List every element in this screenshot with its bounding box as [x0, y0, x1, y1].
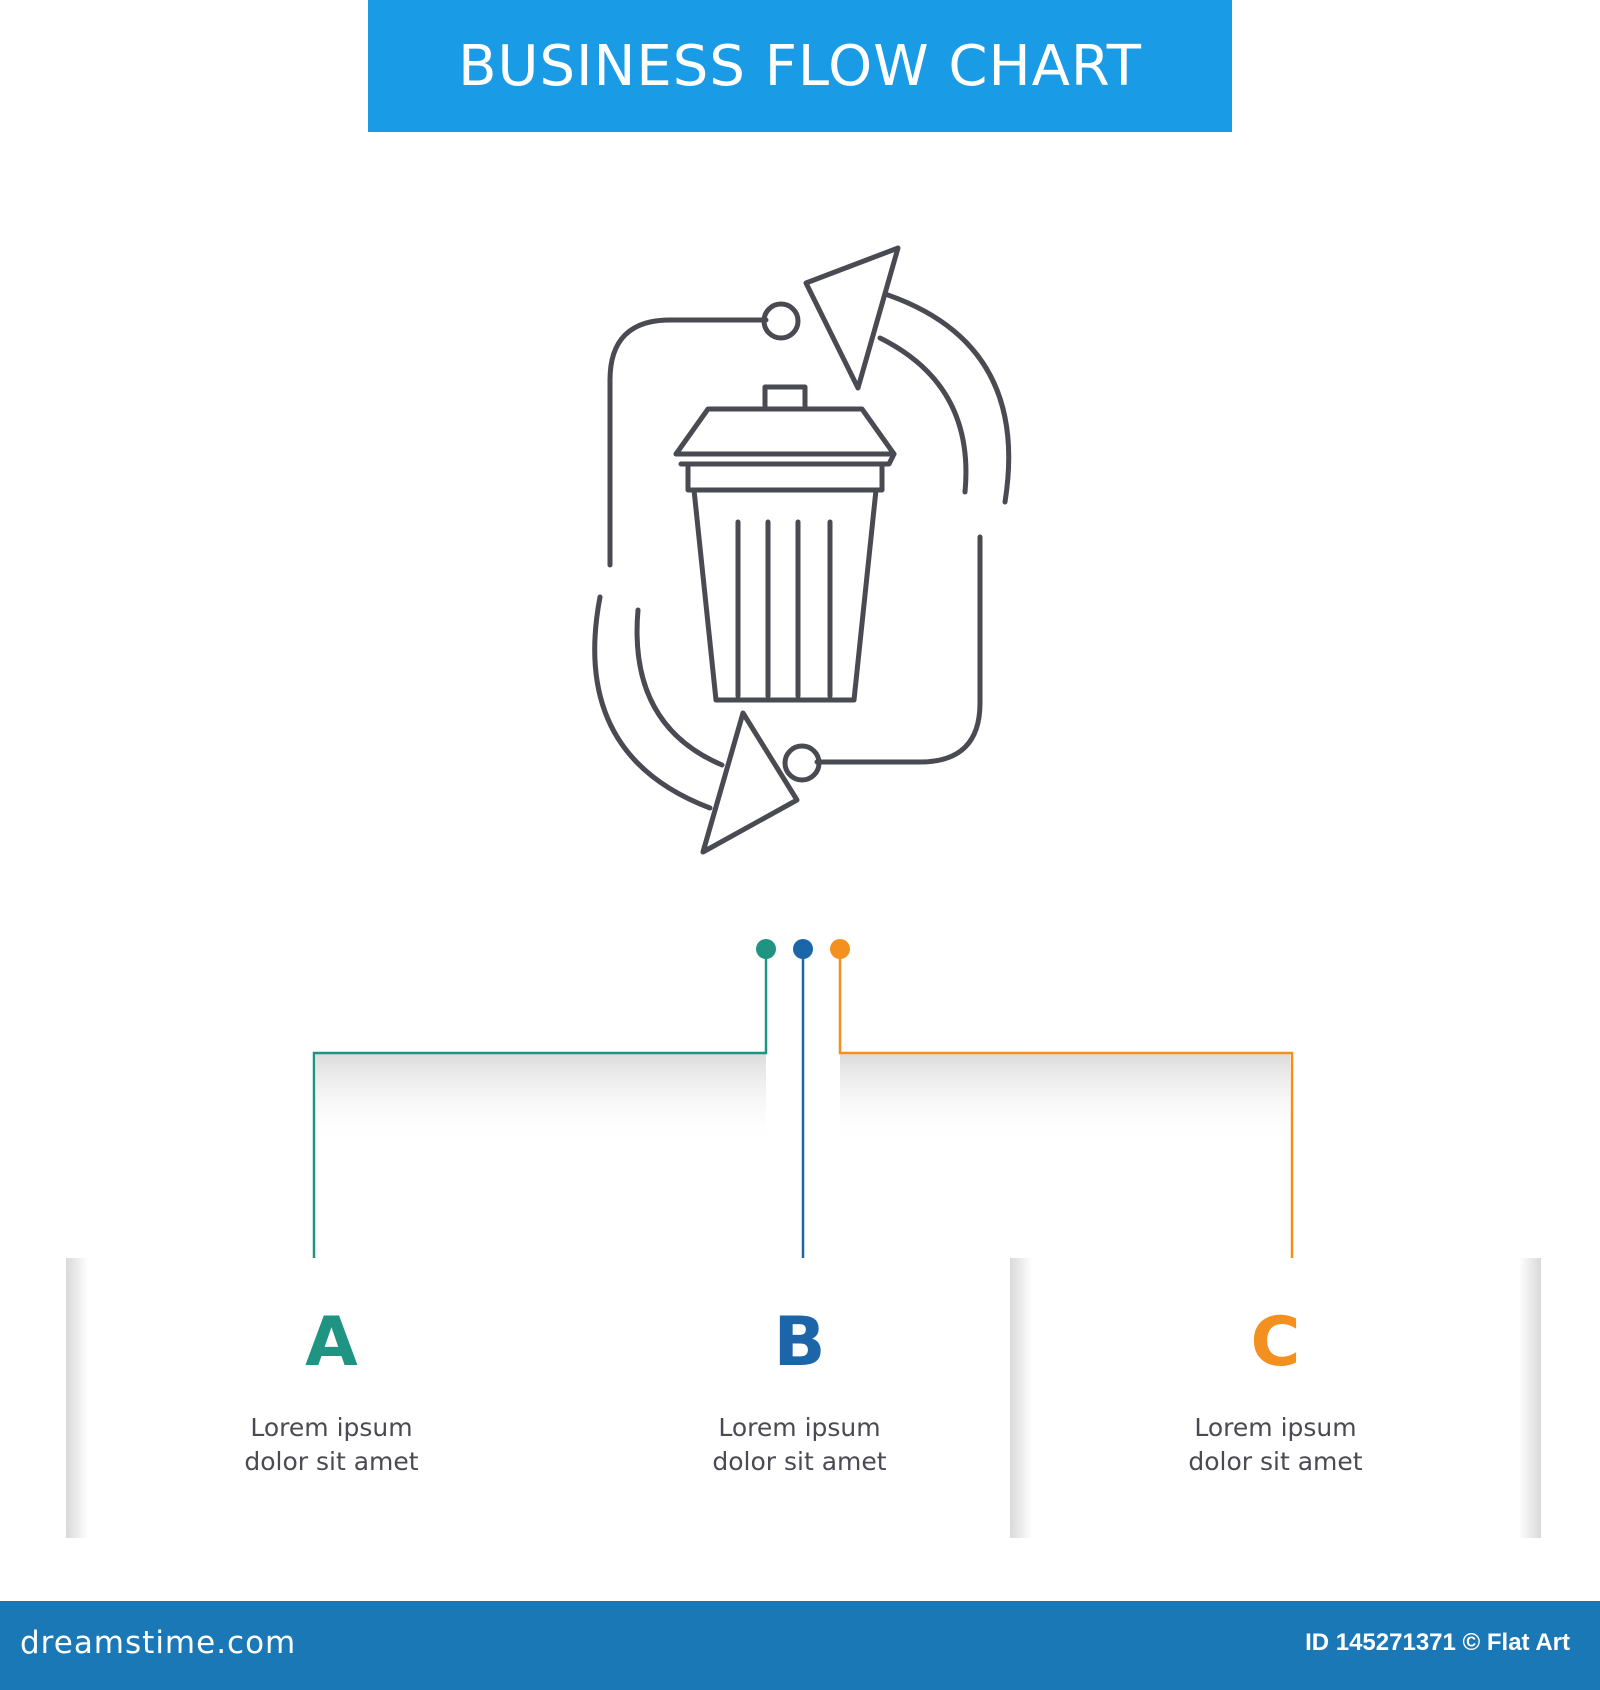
- trash-band: [685, 461, 885, 493]
- step-text-b-line1: Lorem ipsum: [718, 1413, 881, 1442]
- step-card-c: C Lorem ipsum dolor sit amet: [1010, 1258, 1541, 1538]
- trash-lid: [673, 406, 897, 457]
- title-banner: BUSINESS FLOW CHART: [368, 0, 1232, 132]
- connector-line-c: [838, 949, 1294, 1276]
- footer-bar: dreamstime.com ID 145271371 © Flat Art: [0, 1601, 1600, 1690]
- arrow-loop-bottom-path: [814, 534, 983, 765]
- arrow-arc-right-inner: [877, 335, 969, 495]
- step-text-b-line2: dolor sit amet: [712, 1447, 887, 1476]
- trash-recycle-icon: [592, 245, 1012, 855]
- step-text-c: Lorem ipsum dolor sit amet: [1010, 1411, 1541, 1479]
- step-letter-c: C: [1250, 1303, 1301, 1382]
- card-shade-left: [66, 1258, 88, 1538]
- step-text-a-line1: Lorem ipsum: [250, 1413, 413, 1442]
- card-shade-right: [1519, 1258, 1541, 1538]
- step-letter-b: B: [773, 1303, 826, 1382]
- trash-rim: [673, 451, 897, 467]
- arrow-arc-right-outer: [885, 292, 1012, 505]
- step-letter-a: A: [305, 1303, 358, 1382]
- trash-lid-handle: [762, 384, 808, 412]
- arrow-arc-left-outer: [592, 594, 713, 811]
- footer-brand-logo[interactable]: dreamstime.com: [20, 1625, 297, 1661]
- card-shade-left: [1010, 1258, 1032, 1538]
- page-title: BUSINESS FLOW CHART: [458, 33, 1142, 99]
- arrow-head-bottom: [700, 710, 800, 855]
- step-card-b: B Lorem ipsum dolor sit amet: [534, 1258, 1065, 1538]
- connector-shade-right: [840, 1054, 1290, 1144]
- trash-body: [691, 487, 879, 703]
- step-card-a: A Lorem ipsum dolor sit amet: [66, 1258, 597, 1538]
- footer-image-id: ID 145271371 © Flat Art: [1305, 1629, 1570, 1656]
- arrow-arc-left-inner: [634, 607, 725, 768]
- arrow-loop-top-path: [607, 317, 769, 568]
- connector-line-a: [312, 949, 768, 1276]
- arrow-head-top: [803, 245, 901, 391]
- node-circle-bottom: [782, 743, 822, 783]
- connector-shade-left: [316, 1054, 766, 1144]
- step-text-c-line1: Lorem ipsum: [1194, 1413, 1357, 1442]
- step-text-a: Lorem ipsum dolor sit amet: [66, 1411, 597, 1479]
- node-circle-top: [761, 301, 801, 341]
- step-text-a-line2: dolor sit amet: [244, 1447, 419, 1476]
- step-text-c-line2: dolor sit amet: [1188, 1447, 1363, 1476]
- step-text-b: Lorem ipsum dolor sit amet: [534, 1411, 1065, 1479]
